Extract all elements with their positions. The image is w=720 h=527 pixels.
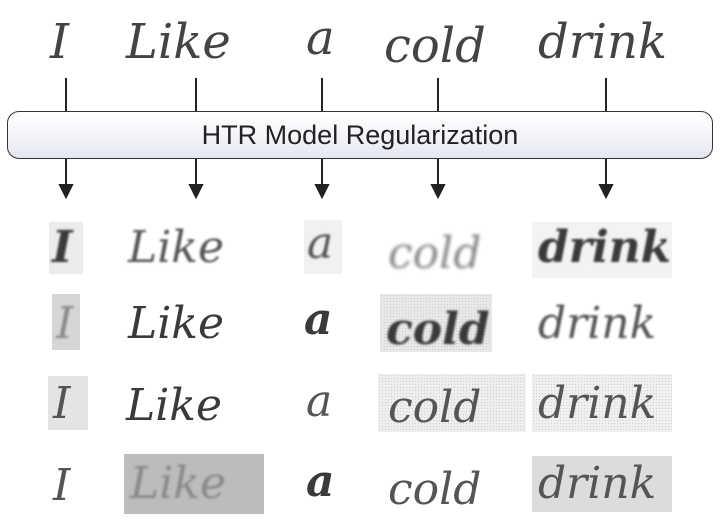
row2-word-a: a — [304, 294, 333, 345]
row4-word-a: a — [306, 456, 335, 507]
row1-word-i: I — [52, 222, 73, 273]
arrow-head — [314, 184, 330, 200]
augmented-patch — [378, 374, 526, 432]
row2-word-i: I — [56, 298, 74, 349]
row1-word-like: Like — [128, 222, 224, 273]
arrow-head — [58, 184, 74, 200]
regularization-box: HTR Model Regularization — [7, 111, 713, 159]
input-word-a: a — [306, 10, 335, 66]
row3-word-i: I — [53, 378, 71, 429]
row2-word-drink: drink — [538, 298, 657, 349]
row4-word-cold: cold — [388, 464, 482, 515]
row3-word-a: a — [306, 376, 333, 427]
arrow-head — [598, 184, 614, 200]
row3-word-cold: cold — [388, 382, 482, 433]
arrow-head — [430, 184, 446, 200]
row3-word-like: Like — [126, 380, 222, 431]
augmented-patch — [304, 220, 342, 274]
input-word-drink: drink — [538, 14, 668, 70]
regularization-label: HTR Model Regularization — [201, 119, 519, 150]
augmented-patch — [48, 376, 88, 430]
row2-word-like: Like — [128, 298, 224, 349]
augmented-patch — [124, 454, 264, 514]
row3-word-drink: drink — [538, 378, 657, 429]
augmented-patch — [49, 222, 83, 274]
row1-word-drink: drink — [538, 222, 672, 273]
augmented-patch — [52, 294, 80, 350]
arrow-head — [188, 184, 204, 200]
augmented-patch — [380, 294, 492, 352]
augmented-patch — [532, 456, 672, 512]
row4-word-i: I — [53, 460, 71, 511]
row4-word-drink: drink — [538, 458, 657, 509]
row1-word-cold: cold — [388, 228, 482, 279]
row2-word-cold: cold — [386, 304, 490, 355]
augmented-patch — [532, 222, 672, 278]
input-word-i: I — [50, 14, 69, 70]
row4-word-like: Like — [130, 458, 226, 509]
row1-word-a: a — [307, 218, 334, 269]
input-word-like: Like — [126, 14, 231, 70]
input-word-cold: cold — [384, 18, 486, 74]
augmented-patch — [532, 374, 672, 432]
